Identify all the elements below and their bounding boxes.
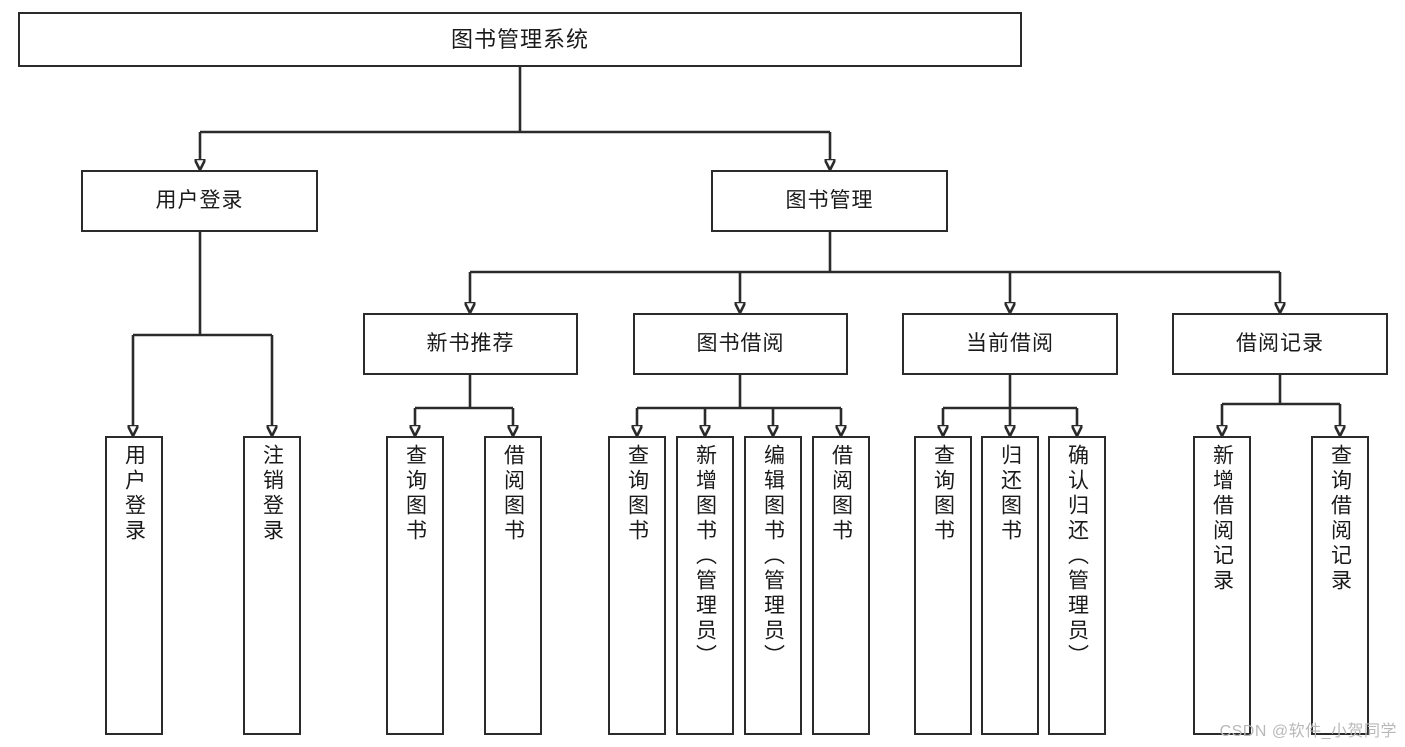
node-label: 新增图书（管理员） xyxy=(693,444,717,669)
node-label: 查询借阅记录 xyxy=(1328,444,1352,594)
leaf-borrow-query-book[interactable]: 查询图书 xyxy=(608,436,666,735)
node-label: 当前借阅 xyxy=(966,331,1054,355)
node-label: 借阅图书 xyxy=(501,444,525,544)
leaf-record-add-record[interactable]: 新增借阅记录 xyxy=(1193,436,1251,735)
leaf-current-confirm-return-admin[interactable]: 确认归还（管理员） xyxy=(1048,436,1106,735)
node-label: 图书管理 xyxy=(785,188,874,212)
leaf-record-query-record[interactable]: 查询借阅记录 xyxy=(1311,436,1369,735)
leaf-borrow-borrow-book[interactable]: 借阅图书 xyxy=(812,436,870,735)
leaf-user-login-signin[interactable]: 用户登录 xyxy=(105,436,163,735)
node-borrow-record[interactable]: 借阅记录 xyxy=(1172,313,1388,375)
leaf-current-return-book[interactable]: 归还图书 xyxy=(981,436,1039,735)
csdn-watermark: CSDN @软件_小贺同学 xyxy=(1219,723,1397,740)
leaf-recommend-query-book[interactable]: 查询图书 xyxy=(386,436,444,735)
leaf-user-login-signout[interactable]: 注销登录 xyxy=(243,436,301,735)
node-label: 借阅图书 xyxy=(829,444,853,544)
node-label: 新增借阅记录 xyxy=(1210,444,1234,594)
node-label: 用户登录 xyxy=(122,444,146,544)
leaf-borrow-add-book-admin[interactable]: 新增图书（管理员） xyxy=(676,436,734,735)
node-label: 图书管理系统 xyxy=(450,26,589,52)
node-label: 借阅记录 xyxy=(1236,331,1324,355)
node-label: 查询图书 xyxy=(625,444,649,544)
node-label: 确认归还（管理员） xyxy=(1065,444,1089,669)
node-label: 归还图书 xyxy=(998,444,1022,544)
node-label: 新书推荐 xyxy=(426,331,515,355)
node-user-login[interactable]: 用户登录 xyxy=(81,170,318,232)
node-label: 注销登录 xyxy=(260,444,284,544)
node-current-borrow[interactable]: 当前借阅 xyxy=(902,313,1118,375)
node-root-system[interactable]: 图书管理系统 xyxy=(18,12,1022,67)
node-label: 图书借阅 xyxy=(696,331,785,355)
node-new-book-recommend[interactable]: 新书推荐 xyxy=(363,313,578,375)
node-label: 查询图书 xyxy=(931,444,955,544)
node-book-borrow[interactable]: 图书借阅 xyxy=(633,313,848,375)
node-label: 查询图书 xyxy=(403,444,427,544)
node-label: 用户登录 xyxy=(155,188,244,212)
node-book-management[interactable]: 图书管理 xyxy=(711,170,948,232)
leaf-current-query-book[interactable]: 查询图书 xyxy=(914,436,972,735)
leaf-borrow-edit-book-admin[interactable]: 编辑图书（管理员） xyxy=(744,436,802,735)
leaf-recommend-borrow-book[interactable]: 借阅图书 xyxy=(484,436,542,735)
node-label: 编辑图书（管理员） xyxy=(761,444,785,669)
